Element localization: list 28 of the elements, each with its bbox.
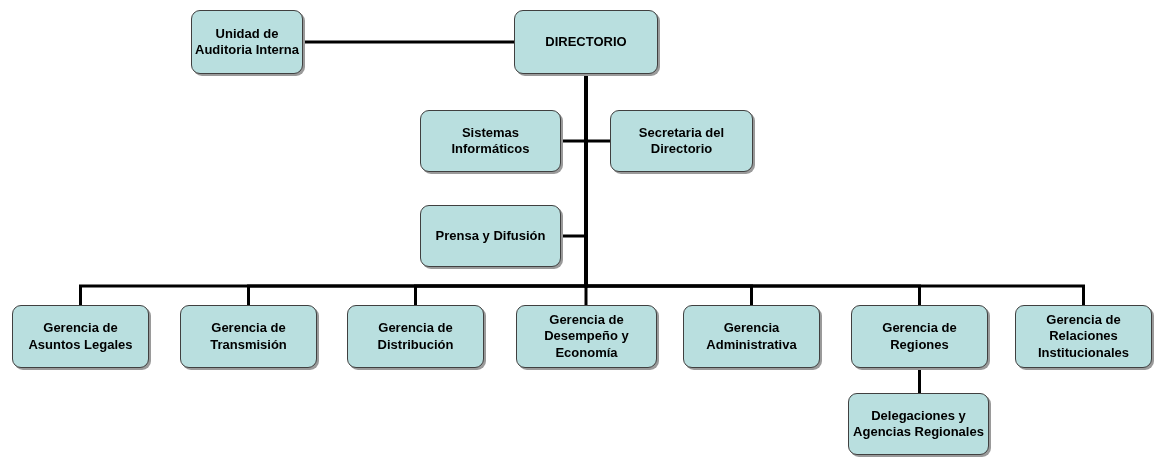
org-unit-box — [1015, 305, 1152, 368]
org-unit-box — [848, 393, 989, 455]
unit-name: Gerencia de Desempeño y Economía — [543, 312, 630, 361]
org-unit-box — [610, 110, 753, 172]
org-unit-box — [683, 305, 820, 368]
org-unit-box — [420, 205, 561, 267]
unit-name: Secretaria del Directorio — [637, 124, 726, 158]
org-unit-box — [420, 110, 561, 172]
org-unit-box — [347, 305, 484, 368]
unit-name: Gerencia de Distribución — [376, 320, 455, 353]
org-unit-box — [191, 10, 303, 74]
unit-name: Prensa y Difusión — [435, 227, 546, 245]
unit-name: Sistemas Informáticos — [450, 124, 531, 158]
unit-name: Gerencia de Asuntos Legales — [27, 320, 134, 353]
unit-name: Gerencia de Relaciones Institucionales — [1037, 312, 1130, 361]
unit-name: DIRECTORIO — [545, 33, 627, 51]
unit-name: Gerencia de Transmisión — [209, 320, 288, 353]
unit-name: Unidad de Auditoria Interna — [195, 25, 299, 59]
org-unit-box — [514, 10, 658, 74]
unit-name: Gerencia de Regiones — [881, 320, 958, 353]
org-unit-box — [180, 305, 317, 368]
unit-name: Delegaciones y Agencias Regionales — [852, 407, 985, 441]
org-unit-box — [851, 305, 988, 368]
org-unit-box — [12, 305, 149, 368]
unit-name: Gerencia Administrativa — [705, 320, 798, 353]
connector-line — [303, 40, 514, 44]
org-unit-box — [516, 305, 657, 368]
connector-line — [918, 368, 921, 393]
